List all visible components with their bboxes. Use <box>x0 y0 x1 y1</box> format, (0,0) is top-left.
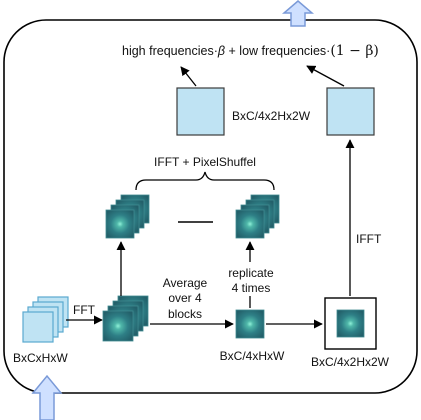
formula-text: high frequencies·β + low frequencies·(1 … <box>122 43 379 59</box>
padded-spectrum-center <box>336 309 365 338</box>
spectrum-stack-replicated <box>235 194 280 239</box>
low-frequency-output <box>326 87 375 136</box>
fft-label: FFT <box>73 303 96 317</box>
module-boundary <box>3 19 418 394</box>
spectrum-stack-high <box>105 194 150 239</box>
averaged-spectrum <box>235 309 265 339</box>
spectrum-stack-main <box>102 295 149 342</box>
ifft-label: IFFT <box>356 232 382 246</box>
replicate-label-bg <box>222 262 280 296</box>
input-shape-label: BxCxHxW <box>13 351 68 365</box>
top-shape-label: BxC/4x2Hx2W <box>232 109 311 123</box>
ifft-pixelshuffle-label: IFFT + PixelShuffel <box>154 155 256 169</box>
average-label-3: blocks <box>168 307 202 321</box>
high-frequency-output <box>176 87 225 136</box>
average-label-2: over 4 <box>168 291 202 305</box>
replicate-label-2: 4 times <box>232 281 271 295</box>
low-freq-arrow <box>306 65 345 87</box>
output-arrow-icon <box>281 0 315 27</box>
input-arrow-icon <box>31 374 63 420</box>
high-freq-arrow <box>180 66 197 87</box>
small-shape-label: BxC/4xHxW <box>220 349 285 363</box>
input-tensor-stack <box>22 296 69 343</box>
grouping-brace <box>135 171 275 191</box>
right-shape-label: BxC/4x2Hx2W <box>311 355 390 369</box>
replicate-label-1: replicate <box>228 266 274 280</box>
average-label-1: Average <box>163 276 208 290</box>
